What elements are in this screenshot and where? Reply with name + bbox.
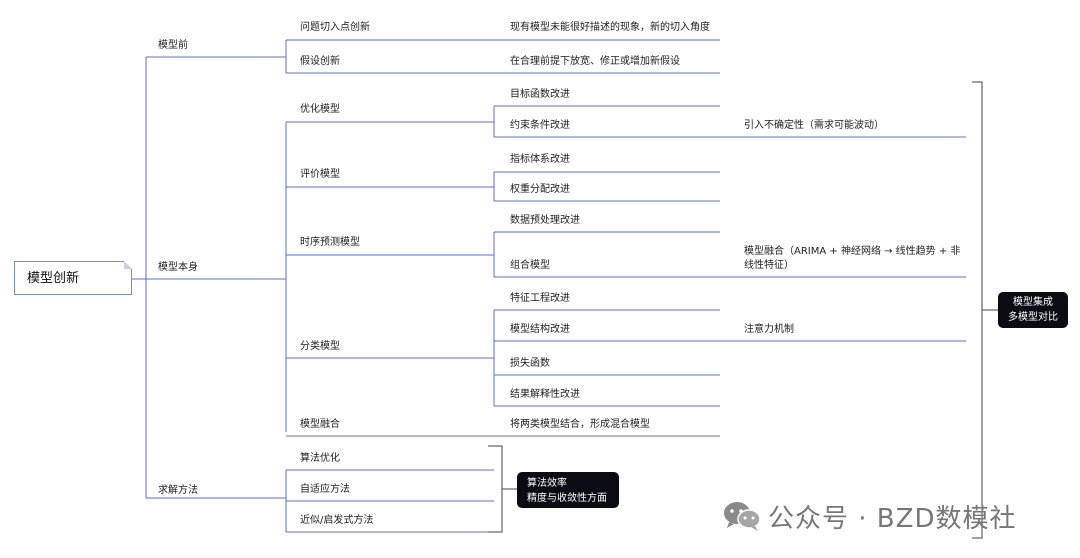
- note-model-fusion[interactable]: 模型融合（ARIMA + 神经网络 → 线性趋势 + 非线性特征）: [744, 246, 961, 271]
- note-uncertainty[interactable]: 引入不确定性（需求可能波动）: [744, 120, 884, 131]
- note-fold-corner: [124, 261, 132, 269]
- category-before[interactable]: 模型前: [158, 40, 188, 51]
- node-evaluation-model[interactable]: 评价模型: [300, 169, 340, 180]
- node-heuristic-method[interactable]: 近似/启发式方法: [300, 515, 374, 526]
- note-attention[interactable]: 注意力机制: [744, 324, 794, 335]
- solving-summary-line2: 精度与收敛性方面: [527, 493, 607, 504]
- right-summary-line2: 多模型对比: [1008, 312, 1058, 323]
- solving-summary-box[interactable]: 算法效率 精度与收敛性方面: [517, 472, 619, 508]
- node-algorithm-optimization[interactable]: 算法优化: [300, 453, 340, 464]
- node-feature-engineering[interactable]: 特征工程改进: [510, 293, 570, 304]
- root-label: 模型创新: [27, 271, 80, 286]
- node-combined-model[interactable]: 组合模型: [510, 260, 550, 271]
- node-loss-function[interactable]: 损失函数: [510, 358, 550, 369]
- node-weight-allocation[interactable]: 权重分配改进: [510, 184, 570, 195]
- detail-problem-entry[interactable]: 现有模型未能很好描述的现象，新的切入角度: [510, 22, 710, 33]
- right-summary-box[interactable]: 模型集成 多模型对比: [998, 292, 1068, 328]
- node-classification-model[interactable]: 分类模型: [300, 341, 340, 352]
- node-interpretability[interactable]: 结果解释性改进: [510, 389, 580, 400]
- watermark: 公众号 · BZD数模社: [722, 498, 1016, 534]
- node-model-fusion[interactable]: 模型融合: [300, 419, 340, 430]
- category-solving[interactable]: 求解方法: [158, 485, 198, 496]
- detail-assumption[interactable]: 在合理前提下放宽、修正或增加新假设: [510, 56, 680, 67]
- node-adaptive-method[interactable]: 自适应方法: [300, 484, 350, 495]
- node-model-structure[interactable]: 模型结构改进: [510, 324, 570, 335]
- solving-summary-line1: 算法效率: [527, 478, 567, 489]
- node-assumption[interactable]: 假设创新: [300, 56, 340, 67]
- node-data-preprocessing[interactable]: 数据预处理改进: [510, 215, 580, 226]
- node-timeseries-model[interactable]: 时序预测模型: [300, 237, 360, 248]
- category-self[interactable]: 模型本身: [158, 262, 198, 273]
- node-constraint[interactable]: 约束条件改进: [510, 120, 570, 131]
- watermark-text: 公众号 · BZD数模社: [768, 503, 1017, 534]
- detail-model-fusion[interactable]: 将两类模型结合，形成混合模型: [510, 419, 650, 430]
- root-node[interactable]: 模型创新: [14, 261, 132, 295]
- node-objective-function[interactable]: 目标函数改进: [510, 89, 570, 100]
- node-indicator-system[interactable]: 指标体系改进: [510, 154, 570, 165]
- wechat-icon: [724, 502, 761, 531]
- node-problem-entry[interactable]: 问题切入点创新: [300, 22, 370, 33]
- node-optimization-model[interactable]: 优化模型: [300, 104, 340, 115]
- right-summary-line1: 模型集成: [1013, 297, 1053, 308]
